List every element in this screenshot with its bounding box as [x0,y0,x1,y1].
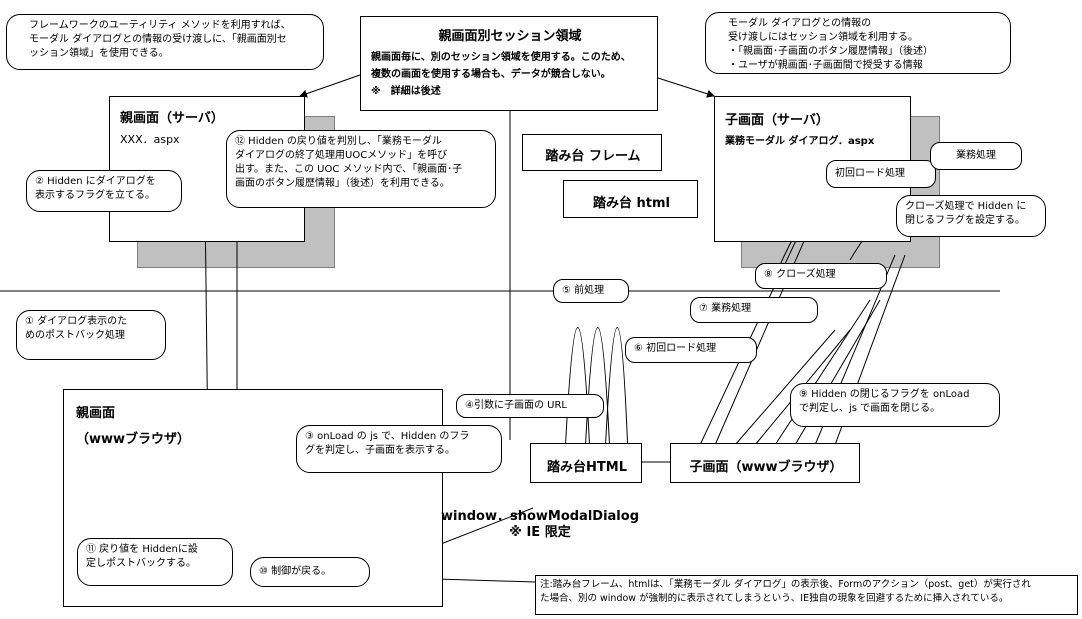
show-modal-dialog-label: window．showModalDialog [440,509,639,524]
callout-top-left: フレームワークのユーティリティ メソッドを利用すれば、 モーダル ダイアログとの… [6,14,324,70]
note-line1: 注:踏み台フレーム、htmlは、「業務モーダル ダイアログ」の表示後、Formの… [540,579,1031,590]
callout-top-right-line1: モーダル ダイアログとの情報の [728,18,872,29]
callout-step-7-line1: ⑦ 業務処理 [699,303,752,314]
callout-top-right: モーダル ダイアログとの情報の 受け渡しにはセッション領域を利用する。 ・「親画… [705,12,1011,74]
child-server-title: 子画面（サーバ） [725,113,829,128]
session-area-line3: ※ 詳細は後述 [371,86,441,97]
callout-step-5: ⑤ 前処理 [553,279,629,303]
callout-step-3-line1: ③ onLoad の js で、Hidden のフラ [305,431,470,442]
child-browser-label: 子画面（wwwブラウザ） [689,460,843,475]
stepping-html-top-label: 踏み台 html [593,196,670,211]
callout-step-1: ① ダイアログ表示のた めのポストバック処理 [16,310,166,360]
callout-server-init-line1: 初回ロード処理 [835,168,905,179]
stepping-html-label: 踏み台HTML [547,460,627,475]
parent-browser-title: 親画面 [76,406,116,421]
callout-step-11-line2: 定しポストバックする。 [86,558,196,569]
session-area-box: 親画面別セッション領域 親画面毎に、別のセッション領域を使用する。このため、 複… [360,16,658,111]
callout-step-10: ⑩ 制御が戻る。 [250,557,370,587]
stepping-frame-box: 踏み台 フレーム [522,134,662,171]
stepping-html-box: 踏み台HTML [530,443,642,483]
child-browser-box: 子画面（wwwブラウザ） [670,443,860,483]
callout-step-6-line1: ⑥ 初回ロード処理 [634,343,717,354]
callout-step-1-line1: ① ダイアログ表示のた [25,316,128,327]
callout-step-8: ⑧ クローズ処理 [755,263,887,289]
callout-step-3: ③ onLoad の js で、Hidden のフラ グを判定し、子画面を表示す… [296,425,502,473]
stepping-html-top-box: 踏み台 html [563,180,698,218]
callout-server-biz: 業務処理 [930,142,1022,170]
callout-server-init: 初回ロード処理 [826,160,936,188]
ie-only-label: ※ IE 限定 [509,525,571,540]
callout-step-2-line1: ② Hidden にダイアログを [35,176,156,187]
callout-step-3-line2: グを判定し、子画面を表示する。 [305,445,455,456]
callout-top-right-line4: ・ユーザが親画面･子画面間で授受する情報 [728,60,923,71]
callout-step-12-line4: 画面のボタン履歴情報」（後述）を利用できる。 [235,178,450,189]
callout-step-4: ④引数に子画面の URL [456,394,604,418]
callout-top-right-line3: ・「親画面･子画面のボタン履歴情報」（後述） [728,46,933,57]
callout-server-close: クローズ処理で Hidden に 閉じるフラグを設定する。 [896,195,1046,237]
session-area-line1: 親画面毎に、別のセッション領域を使用する。このため、 [371,52,631,63]
callout-top-left-line3: ッション領域」を使用できる。 [29,48,169,59]
callout-step-11: ⑪ 戻り値を Hiddenに設 定しポストバックする。 [77,538,233,586]
parent-server-file: XXX．aspx [120,133,180,146]
session-area-title: 親画面別セッション領域 [438,29,582,44]
callout-step-11-line1: ⑪ 戻り値を Hiddenに設 [86,544,198,555]
callout-step-12: ⑫ Hidden の戻り値を判別し、「業務モーダル ダイアログの終了処理用UOC… [226,130,496,208]
child-server-file: 業務モーダル ダイアログ．aspx [725,136,875,147]
callout-step-4-line1: ④引数に子画面の URL [465,400,567,411]
callout-step-2: ② Hidden にダイアログを 表示するフラグを立てる。 [26,170,182,212]
callout-step-1-line2: めのポストバック処理 [25,330,125,341]
callout-step-5-line1: ⑤ 前処理 [562,285,605,296]
parent-browser-subtitle: （wwwブラウザ） [76,432,191,447]
note-line2: た場合、別の window が強制的に表示されてしまうという、IE独自の現象を回… [540,593,1009,604]
session-area-line2: 複数の画面を使用する場合も、データが競合しない。 [371,69,611,80]
callout-server-biz-line1: 業務処理 [956,150,996,161]
callout-step-9-line2: で判定し、js で画面を閉じる。 [799,403,941,414]
note-box: 注:踏み台フレーム、htmlは、「業務モーダル ダイアログ」の表示後、Formの… [535,575,1078,615]
callout-server-close-line1: クローズ処理で Hidden に [905,201,1027,212]
callout-step-9-line1: ⑨ Hidden の閉じるフラグを onLoad [799,389,970,400]
callout-step-6: ⑥ 初回ロード処理 [625,337,757,363]
callout-top-left-line2: モーダル ダイアログとの情報の受け渡しに、「親画面別セ [29,34,287,45]
callout-top-right-line2: 受け渡しにはセッション領域を利用する。 [728,32,918,43]
callout-step-7: ⑦ 業務処理 [690,297,818,323]
callout-top-left-line1: フレームワークのユーティリティ メソッドを利用すれば、 [29,20,291,31]
stepping-frame-label: 踏み台 フレーム [545,149,641,164]
callout-step-12-line3: 出す。また、この UOC メソッド内で、「親画面･子 [235,164,463,175]
callout-server-close-line2: 閉じるフラグを設定する。 [905,215,1025,226]
callout-step-10-line1: ⑩ 制御が戻る。 [259,566,332,577]
callout-step-12-line2: ダイアログの終了処理用UOCメソッド」を呼び [235,150,448,161]
callout-step-2-line2: 表示するフラグを立てる。 [35,190,155,201]
parent-server-title: 親画面（サーバ） [120,111,224,126]
callout-step-8-line1: ⑧ クローズ処理 [764,269,836,280]
callout-step-12-line1: ⑫ Hidden の戻り値を判別し、「業務モーダル [235,136,442,147]
callout-step-9: ⑨ Hidden の閉じるフラグを onLoad で判定し、js で画面を閉じる… [790,383,1000,427]
